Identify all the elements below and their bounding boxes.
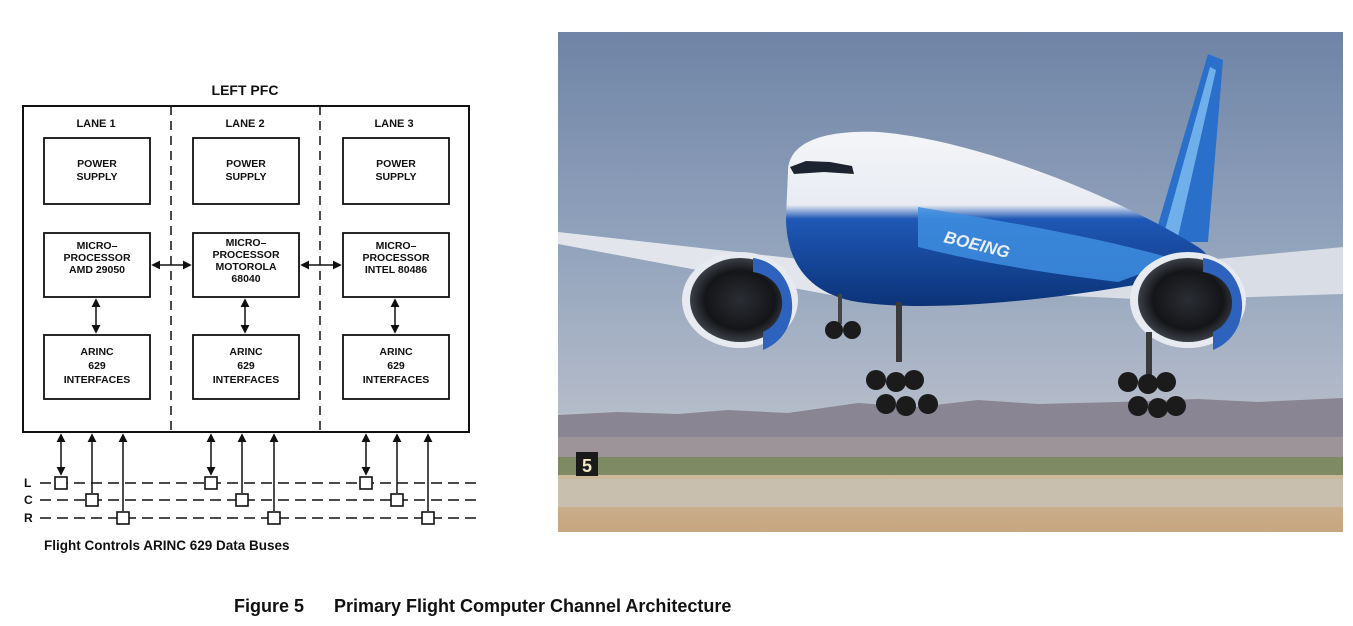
runway-marker-number: 5 xyxy=(582,456,592,476)
left-engine xyxy=(682,252,798,350)
arinc-interfaces-box xyxy=(43,334,151,400)
right-engine xyxy=(1130,252,1246,350)
power-supply-box xyxy=(342,137,450,205)
data-buses: L C R xyxy=(24,476,482,525)
cockpit-windows xyxy=(790,161,854,174)
right-main-gear xyxy=(1118,332,1186,418)
boeing-777-landing-photo: 5 BOEING xyxy=(558,32,1343,532)
power-supply-box xyxy=(192,137,300,205)
bus-coupler xyxy=(267,511,281,525)
bus-coupler xyxy=(421,511,435,525)
lane-label: LANE 3 xyxy=(374,118,413,130)
lane-label: LANE 2 xyxy=(225,118,264,130)
bus-coupler xyxy=(359,476,373,490)
fuselage-stripe xyxy=(918,207,1178,282)
bus-label-l: L xyxy=(24,476,31,490)
pfc-outer-box xyxy=(22,105,470,433)
diagram-title: LEFT PFC xyxy=(212,82,279,98)
arinc-interfaces-box xyxy=(342,334,450,400)
bus-label-r: R xyxy=(24,511,33,525)
figure-caption: Figure 5 Primary Flight Computer Channel … xyxy=(234,596,731,617)
microprocessor-box xyxy=(342,232,450,298)
bus-coupler xyxy=(116,511,130,525)
figure-number: Figure 5 xyxy=(234,596,305,616)
left-main-gear xyxy=(866,302,938,416)
runway-surface xyxy=(558,479,1343,507)
bus-coupler xyxy=(204,476,218,490)
bus-coupler xyxy=(235,493,249,507)
runway-marker-sign: 5 xyxy=(576,452,598,476)
haze-band xyxy=(558,437,1343,459)
microprocessor-box xyxy=(43,232,151,298)
bus-coupler xyxy=(85,493,99,507)
bus-caption: Flight Controls ARINC 629 Data Buses xyxy=(44,538,290,553)
microprocessor-box xyxy=(192,232,300,298)
bus-label-c: C xyxy=(24,493,33,507)
tail-fin-highlight xyxy=(1163,67,1216,237)
lane-label: LANE 1 xyxy=(76,118,115,130)
bus-connections xyxy=(54,433,435,525)
figure-title: Primary Flight Computer Channel Architec… xyxy=(334,596,732,616)
bus-coupler xyxy=(54,476,68,490)
bus-coupler xyxy=(390,493,404,507)
power-supply-box xyxy=(43,137,151,205)
grass-strip xyxy=(558,457,1343,475)
arinc-interfaces-box xyxy=(192,334,300,400)
nose-gear xyxy=(825,294,861,339)
